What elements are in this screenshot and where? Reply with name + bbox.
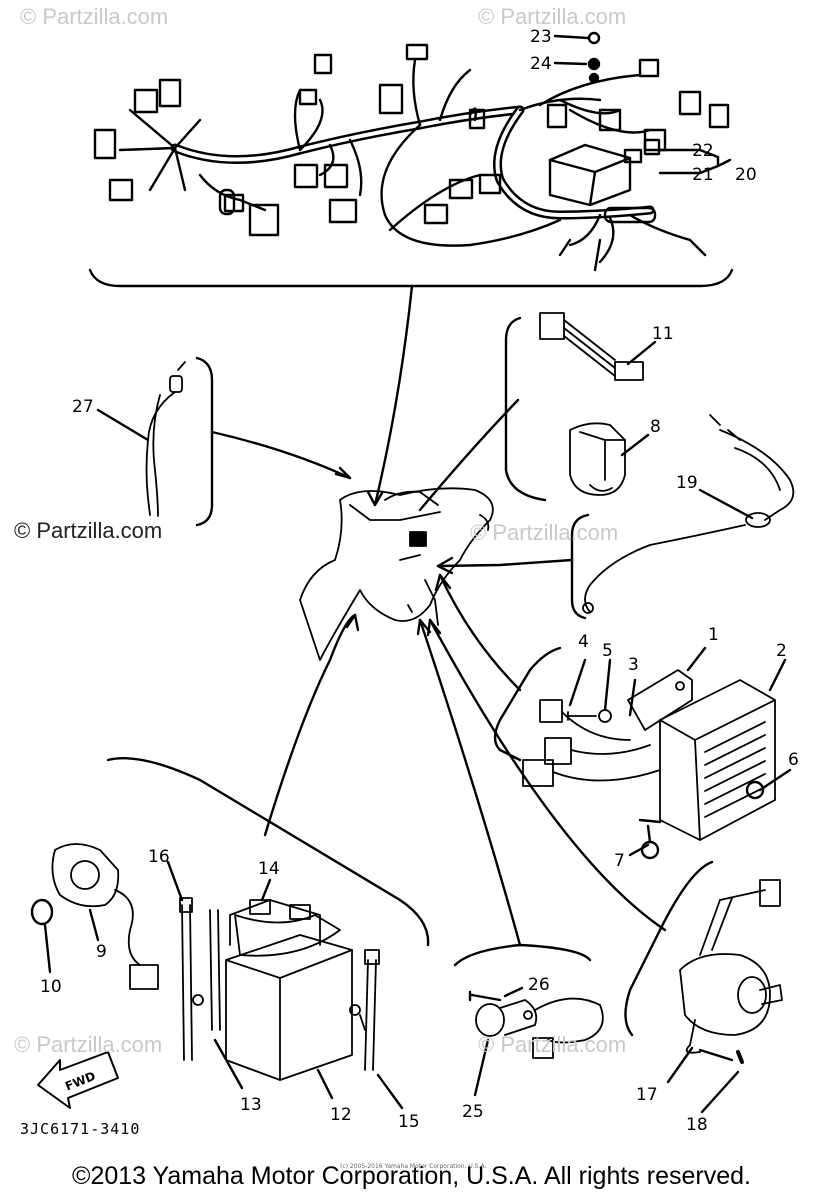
callout-5: 5	[602, 641, 613, 661]
part-17-ignition-switch	[679, 879, 783, 1054]
callout-19: 19	[676, 473, 698, 493]
group-bracket-8-11	[504, 316, 547, 502]
watermark-bottom-right: © Partzilla.com	[478, 1032, 627, 1057]
watermark-top-left: © Partzilla.com	[20, 4, 169, 29]
callout-20: 20	[735, 165, 757, 185]
callout-16: 16	[148, 847, 170, 867]
callout-12: 12	[330, 1105, 352, 1125]
part-19-sensor-lead	[582, 414, 795, 614]
callout-1: 1	[708, 625, 719, 645]
callout-21: 21	[692, 165, 714, 185]
watermark-middle-left: © Partzilla.com	[14, 518, 163, 543]
copyright-footer: ©2013 Yamaha Motor Corporation, U.S.A. A…	[72, 1162, 751, 1190]
part-15-battery-lead	[349, 949, 380, 1071]
callout-15: 15	[398, 1112, 420, 1132]
regulator-connectors	[522, 737, 661, 787]
callout-27: 27	[72, 397, 94, 417]
callout-24: 24	[530, 54, 552, 74]
part-9-switch	[51, 843, 159, 990]
callout-23: 23	[530, 27, 552, 47]
part-27-lead-wire	[145, 361, 186, 517]
part-3-4-5-hardware	[539, 699, 631, 741]
callout-18: 18	[686, 1115, 708, 1135]
part-10-cap	[30, 898, 54, 926]
tiny-copyright: (c) 2005-2016 Yamaha Motor Corporation, …	[340, 1163, 487, 1170]
group-bracket-17-18	[624, 860, 714, 1037]
callout-26: 26	[528, 975, 550, 995]
motorcycle-frame-outline	[299, 487, 494, 661]
group-bracket-battery	[106, 757, 430, 947]
part-25-switch	[475, 997, 604, 1059]
group-bracket-25-26	[453, 943, 592, 967]
part-11-connector-lead	[539, 312, 644, 381]
group-bracket-19	[570, 513, 590, 620]
callout-7: 7	[614, 851, 625, 871]
callout-labels: 23 24 22 21 20 27 11 8 19 4 5 3 1 2 6 7 …	[40, 27, 799, 1135]
watermark-top-right: © Partzilla.com	[478, 4, 627, 29]
callout-11: 11	[652, 324, 674, 344]
harness-group-bracket	[88, 268, 734, 288]
diagram-code: 3JC6171-3410	[20, 1120, 141, 1138]
callout-9: 9	[96, 942, 107, 962]
part-14-battery-band	[234, 899, 341, 957]
wire-harness-illustration	[93, 31, 730, 272]
part-26-bolt	[468, 990, 502, 1002]
callout-3: 3	[628, 655, 639, 675]
callout-2: 2	[776, 641, 787, 661]
fwd-label: FWD	[63, 1069, 97, 1094]
callout-17: 17	[636, 1085, 658, 1105]
part-13-breather-tube	[209, 909, 221, 1031]
group-bracket-1-7	[493, 646, 562, 762]
part-18-screw	[736, 1050, 744, 1064]
callout-13: 13	[240, 1095, 262, 1115]
callout-14: 14	[258, 859, 280, 879]
part-8-relay	[569, 422, 626, 496]
part-16-battery-lead	[179, 897, 204, 1061]
group-bracket-27	[195, 356, 214, 527]
callout-22: 22	[692, 141, 714, 161]
watermark-middle-right: © Partzilla.com	[470, 520, 619, 545]
callout-8: 8	[650, 417, 661, 437]
watermark-bottom-left: © Partzilla.com	[14, 1032, 163, 1057]
callout-25: 25	[462, 1102, 484, 1122]
fwd-arrow-icon	[37, 1051, 119, 1109]
part-1-bracket	[627, 669, 693, 731]
part-12-battery	[225, 899, 353, 1081]
part-2-regulator	[659, 679, 776, 841]
callout-6: 6	[788, 750, 799, 770]
callout-10: 10	[40, 977, 62, 997]
callout-4: 4	[578, 632, 589, 652]
harness-leader	[373, 284, 414, 507]
